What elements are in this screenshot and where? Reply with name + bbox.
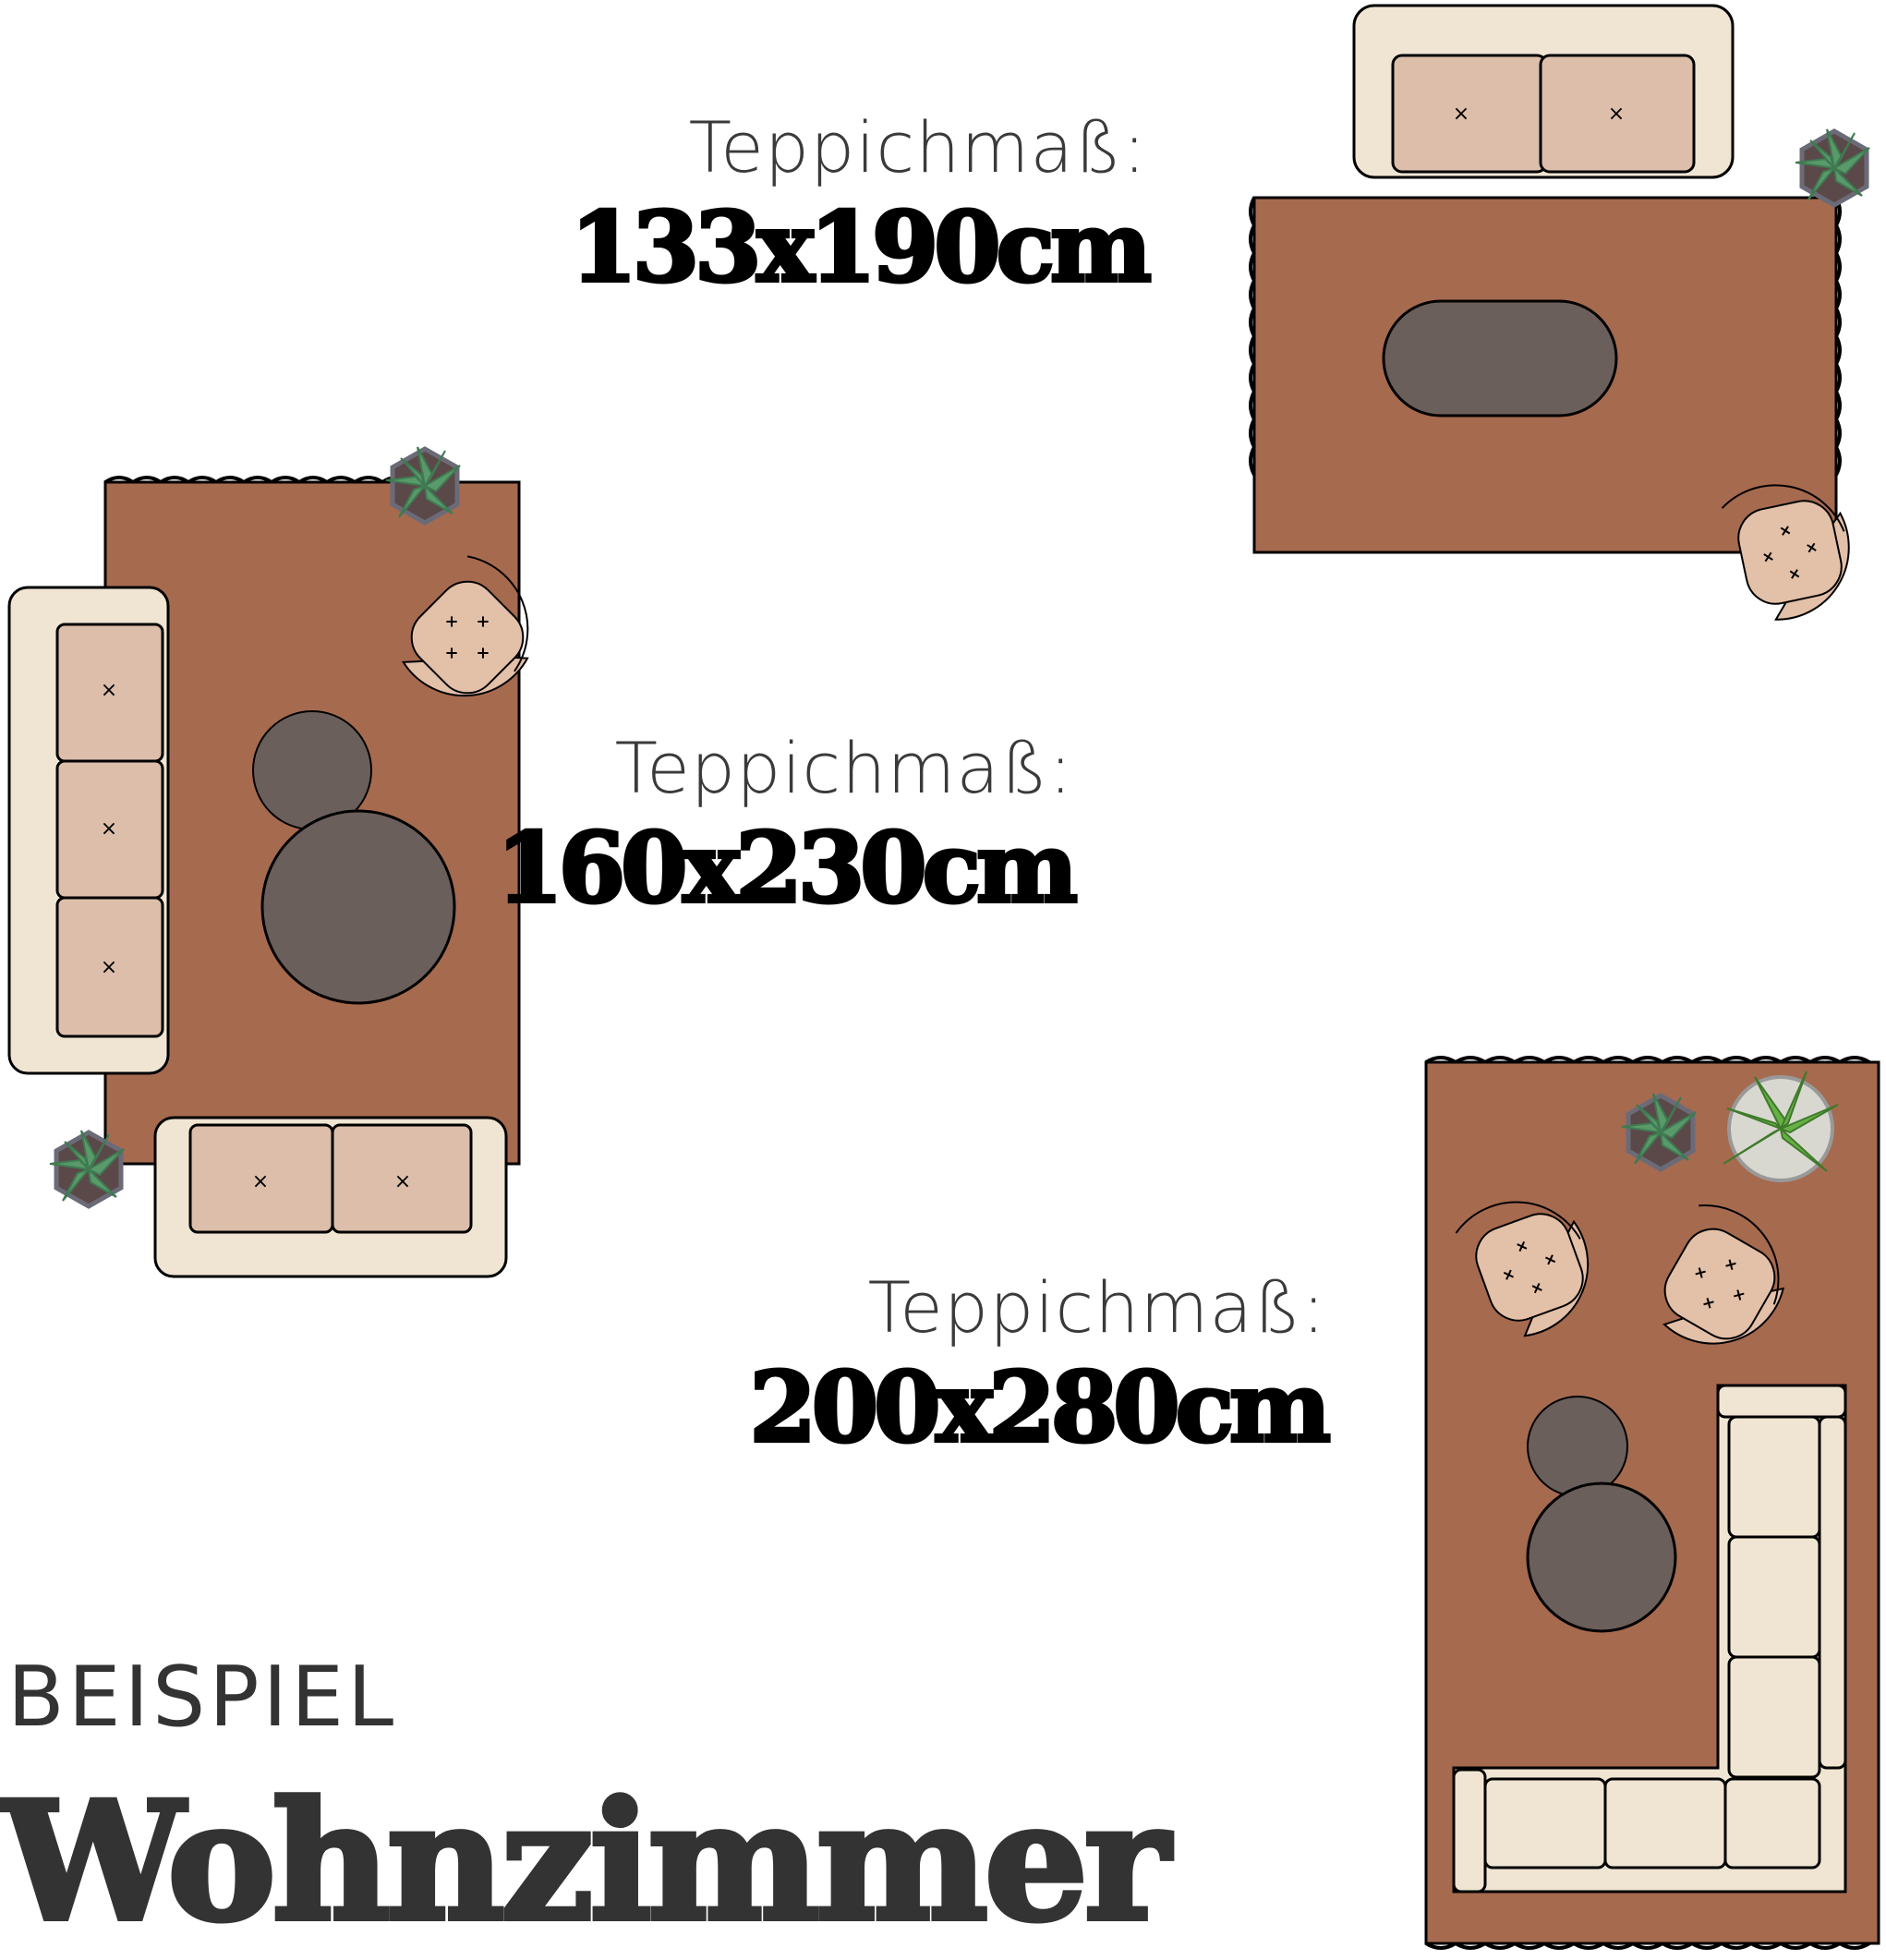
sofa-cushion <box>55 896 164 1038</box>
svg-text:×: × <box>101 956 117 979</box>
plan-200x280 <box>1424 1056 1880 1950</box>
coffee-table-icon <box>260 809 456 1005</box>
size-label-heading: Teppichmaß: <box>614 727 1073 809</box>
coffee-table-icon <box>1382 299 1618 417</box>
sofa-cushion <box>1539 54 1696 174</box>
svg-text:×: × <box>1453 103 1469 126</box>
sofa-cushion <box>331 1123 473 1234</box>
rug-fringe-top <box>1424 1056 1871 1065</box>
plant-icon <box>1795 129 1869 205</box>
size-label-heading: Teppichmaß: <box>867 1266 1326 1349</box>
plan-160x230: × × × × × <box>7 447 561 1278</box>
potted-palm-icon <box>1723 1071 1839 1182</box>
size-label-value: 160x230cm <box>494 811 1080 925</box>
caption-big: Wohnzimmer <box>0 1766 1173 1957</box>
size-label-value: 200x280cm <box>747 1350 1333 1464</box>
size-label-heading: Teppichmaß: <box>688 106 1147 188</box>
caption-small: BEISPIEL <box>7 1649 398 1746</box>
size-label-value: 133x190cm <box>568 190 1154 304</box>
svg-text:×: × <box>1608 103 1625 126</box>
size-label-3: Teppichmaß: 200x280cm <box>747 1266 1333 1464</box>
coffee-table-icon <box>1526 1482 1677 1633</box>
corner-sofa-icon <box>1452 1384 1847 1893</box>
plan-133x190: × × <box>1249 4 1869 629</box>
svg-text:×: × <box>101 679 117 702</box>
svg-text:×: × <box>101 817 117 841</box>
svg-text:×: × <box>252 1170 269 1193</box>
side-table-icon <box>1527 1396 1628 1497</box>
size-label-2: Teppichmaß: 160x230cm <box>494 727 1080 925</box>
size-label-1: Teppichmaß: 133x190cm <box>568 106 1154 304</box>
rug-fringe-bottom <box>1424 1941 1871 1950</box>
svg-text:×: × <box>394 1170 411 1193</box>
